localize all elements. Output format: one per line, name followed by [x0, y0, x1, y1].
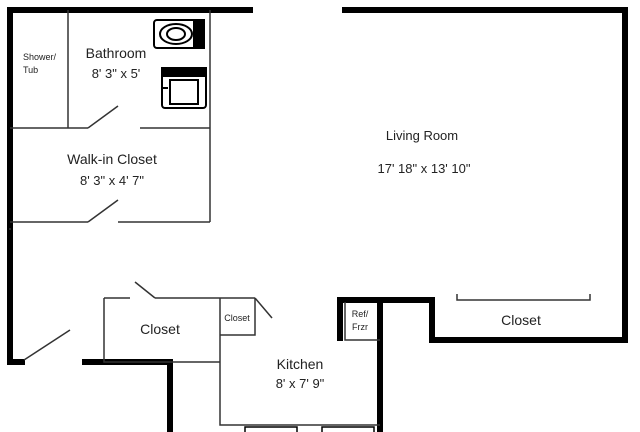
shower-label-2: Tub — [23, 65, 38, 75]
wall-fridge-box — [344, 302, 380, 341]
wall-left-closet — [103, 298, 220, 363]
closet-small-label: Closet — [224, 313, 250, 323]
walkin-closet-size: 8' 3" x 4' 7" — [80, 173, 144, 188]
fridge-label-2: Frzr — [352, 322, 368, 332]
door-swing-icon — [23, 329, 71, 361]
living-room-label: Living Room — [386, 128, 458, 143]
walkin-closet-label: Walk-in Closet — [67, 151, 157, 167]
appliance-bottom — [244, 426, 375, 432]
wall-small-closet — [220, 298, 256, 336]
closet-left-label: Closet — [140, 321, 180, 337]
bathroom-size: 8' 3" x 5' — [92, 66, 141, 81]
room-labels: Shower/ Tub Bathroom 8' 3" x 5' Walk-in … — [23, 45, 541, 391]
toilet-icon — [153, 19, 205, 49]
door-swing-icon — [254, 297, 273, 319]
wall-fridge — [337, 297, 435, 341]
living-room-size: 17' 18" x 13' 10" — [378, 161, 471, 176]
shower-label-1: Shower/ — [23, 52, 57, 62]
door-swing-icon — [134, 281, 156, 299]
closet-right-label: Closet — [501, 312, 541, 328]
interior-walls — [9, 10, 591, 426]
door-swings — [23, 105, 273, 361]
sink-icon — [161, 67, 207, 109]
wall-right-closet — [456, 294, 591, 301]
wall-bottom-left — [82, 359, 173, 432]
wall-kitchen-left — [219, 298, 380, 426]
wall-right-bottom — [429, 297, 628, 343]
bathroom-label: Bathroom — [86, 45, 147, 61]
door-swing-icon — [87, 199, 119, 223]
kitchen-size: 8' x 7' 9" — [276, 376, 325, 391]
kitchen-label: Kitchen — [277, 356, 324, 372]
fridge-label-1: Ref/ — [352, 309, 369, 319]
door-swing-icon — [87, 105, 119, 129]
